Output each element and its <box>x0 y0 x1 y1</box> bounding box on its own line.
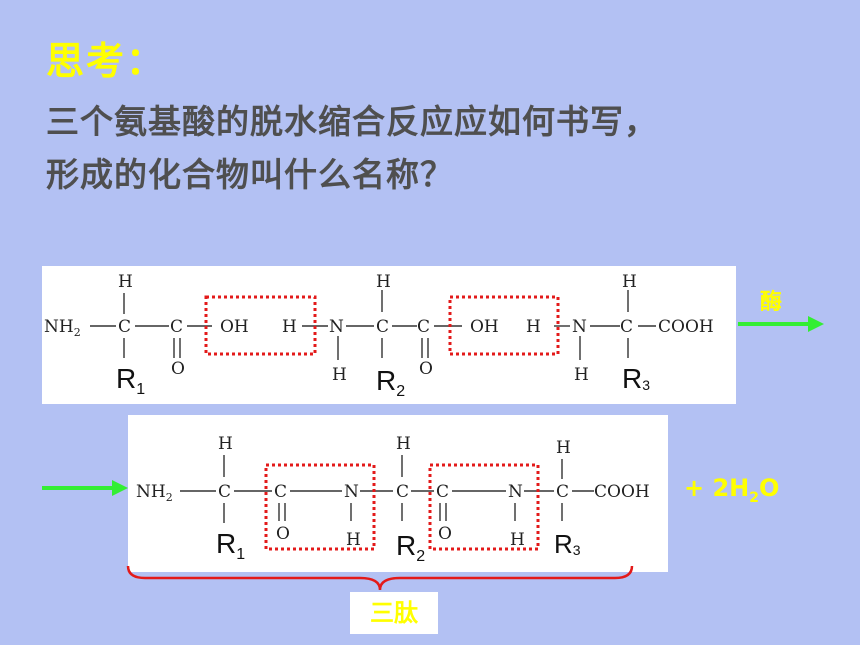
carboxyl-group: COOH <box>594 482 650 502</box>
peptide-n-2: N <box>508 482 523 502</box>
enzyme-label: 酶 <box>760 290 783 315</box>
peptide-bond-box-1 <box>264 463 376 551</box>
o-atom: O <box>438 524 452 544</box>
reaction-arrow-left <box>42 480 128 496</box>
alpha-carbon-1: C <box>218 482 231 502</box>
r2-label: R2 <box>376 365 405 400</box>
alpha-carbon-3: C <box>620 317 633 337</box>
h-atom: H <box>376 272 391 292</box>
amine-h-3: H <box>526 317 541 337</box>
r1-label: R1 <box>216 528 245 563</box>
reaction-arrow-right <box>738 316 824 332</box>
carboxyl-group: COOH <box>658 317 714 337</box>
h-atom: H <box>118 272 133 292</box>
h-atom: H <box>396 434 411 454</box>
carbonyl-carbon-2: C <box>436 482 449 502</box>
alpha-carbon-1: C <box>118 317 131 337</box>
dehydration-box-1 <box>204 295 317 356</box>
tripeptide-brace <box>126 565 634 591</box>
h-atom: H <box>346 530 361 550</box>
carbonyl-carbon-1: C <box>274 482 287 502</box>
amine-n-3: N <box>572 317 587 337</box>
h-atom: H <box>622 272 637 292</box>
tripeptide-label: 三肽 <box>350 592 438 634</box>
r3-label: R3 <box>554 529 581 559</box>
hydroxyl-2: OH <box>470 317 499 337</box>
alpha-carbon-3: C <box>556 482 569 502</box>
product-diagram: NH2 H C C O N H H C C O N H H C COOH R1 … <box>128 415 668 572</box>
r3-label: R3 <box>622 363 650 394</box>
reactants-diagram: NH2 H C C O OH H N H H C C O OH H N H H … <box>42 266 736 404</box>
h-atom: H <box>556 438 571 458</box>
r2-label: R2 <box>396 530 425 565</box>
h-atom: H <box>218 434 233 454</box>
dehydration-box-2 <box>448 295 560 356</box>
o-atom: O <box>276 524 290 544</box>
amine-n-2: N <box>329 317 344 337</box>
question-line-1: 三个氨基酸的脱水缩合反应应如何书写， <box>46 102 658 141</box>
alpha-carbon-2: C <box>376 317 389 337</box>
peptide-bond-box-2 <box>428 463 540 551</box>
o-atom: O <box>171 359 185 379</box>
o-atom: O <box>419 359 433 379</box>
peptide-n-1: N <box>344 482 359 502</box>
carbonyl-carbon-1: C <box>170 317 183 337</box>
svg-text:NH2: NH2 <box>44 317 81 339</box>
h-atom: H <box>574 365 589 385</box>
svg-text:NH2: NH2 <box>136 482 173 504</box>
page-title: 思考： <box>46 39 167 83</box>
amine-h-2: H <box>282 317 297 337</box>
carbonyl-carbon-2: C <box>417 317 430 337</box>
hydroxyl-1: OH <box>220 317 249 337</box>
h-atom: H <box>510 530 525 550</box>
question-line-2: 形成的化合物叫什么名称？ <box>46 155 454 194</box>
water-byproduct: + 2H2O <box>684 474 780 506</box>
alpha-carbon-2: C <box>396 482 409 502</box>
r1-label: R1 <box>116 363 145 398</box>
h-atom: H <box>332 365 347 385</box>
